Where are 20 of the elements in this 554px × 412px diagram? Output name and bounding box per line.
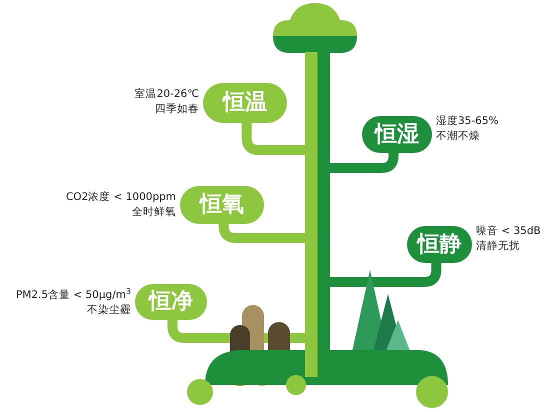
description-text: CO2浓度 < 1000ppm [66,190,176,204]
description-text: 噪音 < 35dB [476,224,541,238]
label-pill: 恒静 [407,226,472,263]
trunk-bar [305,52,330,377]
branch-line [242,123,305,155]
description-text: 室温20-26℃ [134,87,199,101]
label-pill: 恒净 [135,284,207,320]
description-text: 四季如春 [155,102,199,116]
label-pill: 恒湿 [362,116,432,153]
branch-line [330,263,442,287]
label-pill: 恒氧 [180,186,264,224]
description-text: 不潮不燥 [436,129,480,143]
description-text: PM2.5含量 < 50μg/m$^{3}$ [16,288,131,302]
description-text: 全时鲜氧 [132,205,176,219]
description-text: 湿度35-65% [436,114,498,128]
label-pill: 恒温 [203,83,287,123]
branch-line [218,221,305,243]
description-text: 不染尘霾 [87,303,131,317]
description-text: 清静无扰 [476,239,520,253]
branch-line [330,151,398,173]
